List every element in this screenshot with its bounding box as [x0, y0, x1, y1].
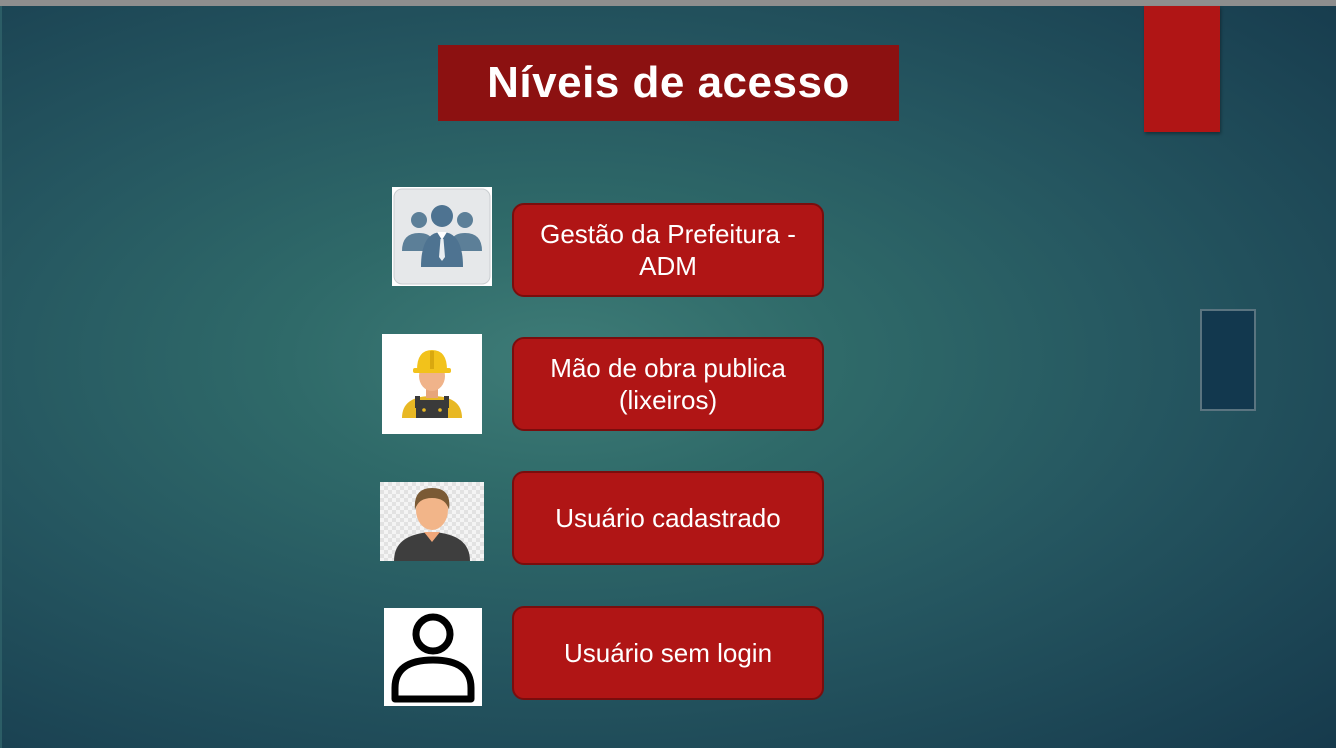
access-level-guest-user-button[interactable]: Usuário sem login [512, 606, 824, 700]
title-box: Níveis de acesso [438, 45, 899, 121]
window-top-bar [0, 0, 1336, 6]
user-outline-icon [384, 608, 482, 706]
group-management-icon [392, 187, 492, 286]
side-frame [1200, 309, 1256, 411]
user-avatar-icon [380, 482, 484, 561]
slide-title: Níveis de acesso [487, 58, 850, 107]
access-level-registered-user-button[interactable]: Usuário cadastrado [512, 471, 824, 565]
left-edge [0, 6, 2, 748]
access-level-workforce-button[interactable]: Mão de obra publica (lixeiros) [512, 337, 824, 431]
worker-hardhat-icon [382, 334, 482, 434]
corner-ribbon [1144, 6, 1220, 132]
access-level-adm-button[interactable]: Gestão da Prefeitura - ADM [512, 203, 824, 297]
